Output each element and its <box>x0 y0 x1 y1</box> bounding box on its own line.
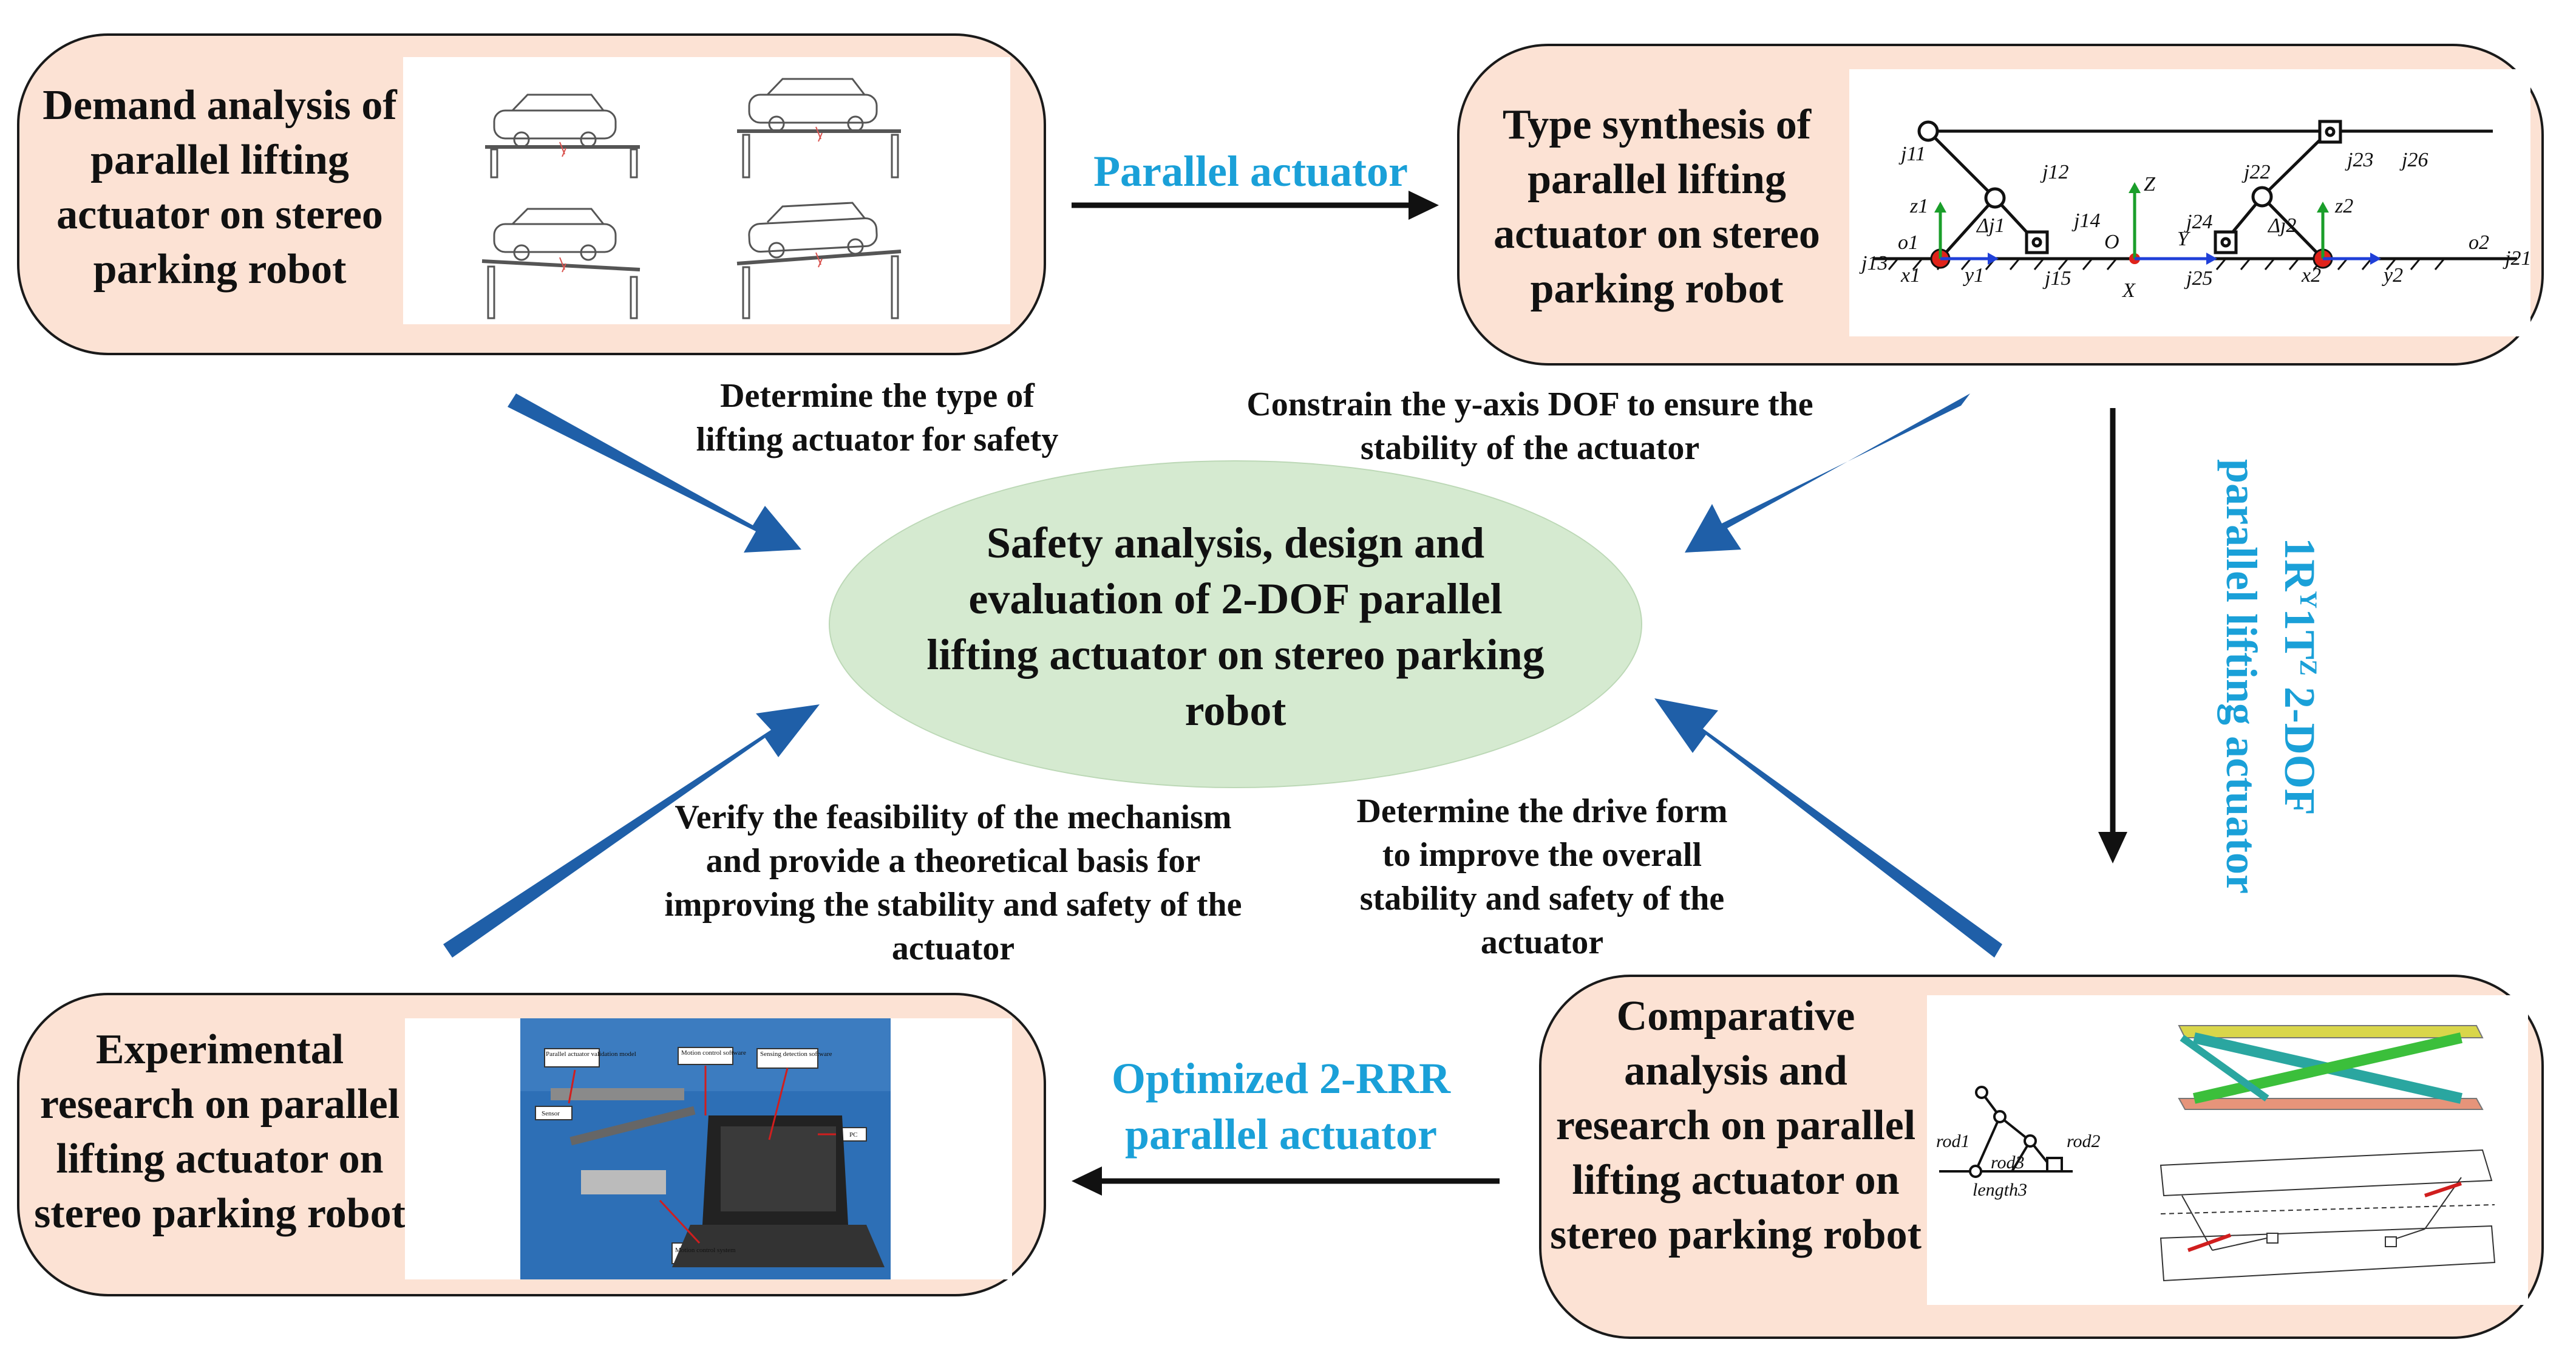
comparative-analysis-box: Comparative analysis and research on par… <box>1539 975 2544 1339</box>
label-j21: j21 <box>2503 247 2530 270</box>
label-1r1t-line2: parallel lifting actuator <box>2217 459 2266 894</box>
label-j22: j22 <box>2241 161 2270 183</box>
label-j12: j12 <box>2040 161 2068 183</box>
experiment-photo-drawing: Parallel actuator validation model Motio… <box>520 1018 891 1279</box>
label-X: X <box>2121 279 2136 302</box>
blue-arrow-top-left <box>508 393 801 553</box>
experimental-research-title: Experimental research on parallel liftin… <box>34 1026 406 1237</box>
label-dj2: Δj2 <box>2267 214 2296 237</box>
experimental-research-box: Experimental research on parallel liftin… <box>17 993 1046 1296</box>
label-j15: j15 <box>2042 267 2071 290</box>
label-z2: z2 <box>2334 195 2353 217</box>
demand-analysis-title: Demand analysis of parallel lifting actu… <box>42 82 397 293</box>
center-goal-text: Safety analysis, design and evaluation o… <box>926 519 1545 735</box>
photo-label-motion-sw: Motion control software <box>681 1049 746 1057</box>
center-goal-ellipse <box>829 460 1642 788</box>
comparative-figure: rod1 rod3 rod2 length3 <box>1927 995 2528 1305</box>
label-y1: y1 <box>1963 264 1984 287</box>
label-parallel-actuator: Parallel actuator <box>1093 147 1408 196</box>
label-rod3: rod3 <box>1991 1153 2025 1173</box>
type-synthesis-title: Type synthesis of parallel lifting actua… <box>1494 101 1820 312</box>
label-o2: o2 <box>2469 231 2489 254</box>
label-length3: length3 <box>1973 1180 2027 1200</box>
label-x2: x2 <box>2301 264 2321 287</box>
blue-arrow-bottom-left <box>443 704 820 958</box>
car-platform-drawing <box>481 78 902 319</box>
label-rod2: rod2 <box>2067 1131 2101 1151</box>
mechanism-figure: j11 j12 j13 j14 j15 j21 j22 j23 j24 j25 … <box>1849 69 2530 336</box>
label-1r1t-2dof: 1RY1TZ 2-DOF parallel lifting actuator <box>2210 452 2337 901</box>
label-1r1t-line1: 1RY1TZ 2-DOF <box>2275 537 2324 816</box>
label-j11: j11 <box>1898 143 1926 165</box>
label-rod1: rod1 <box>1936 1131 1970 1151</box>
label-y2: y2 <box>2382 264 2403 287</box>
car-platform-figure <box>403 57 1010 324</box>
label-O: O <box>2104 231 2119 253</box>
photo-label-sensor: Sensor <box>542 1110 560 1117</box>
note-determine-type: Determine the type of lifting actuator f… <box>696 377 1059 458</box>
blue-arrow-bottom-right <box>1654 698 2002 958</box>
label-dj1: Δj1 <box>1976 214 2005 237</box>
label-Y: Y <box>2177 228 2190 250</box>
label-j24: j24 <box>2184 211 2212 233</box>
label-o1: o1 <box>1898 231 1918 254</box>
photo-label-motion-sys: Motion control system <box>675 1247 736 1254</box>
comparative-analysis-title: Comparative analysis and research on par… <box>1550 993 1922 1258</box>
note-verify-feasibility: Verify the feasibility of the mechanism … <box>664 798 1242 967</box>
label-j14: j14 <box>2071 209 2100 232</box>
label-j26: j26 <box>2399 149 2428 171</box>
arrow-top-right <box>1072 191 1439 220</box>
photo-label-sensing-sw: Sensing detection software <box>760 1050 832 1058</box>
label-z1: z1 <box>1909 195 1928 217</box>
type-synthesis-box: Type synthesis of parallel lifting actua… <box>1457 44 2544 366</box>
note-constrain-y-axis: Constrain the y-axis DOF to ensure the s… <box>1246 386 1813 467</box>
mechanism-drawing: j11 j12 j13 j14 j15 j21 j22 j23 j24 j25 … <box>1859 120 2530 302</box>
label-optimized-2rrr: Optimized 2-RRR parallel actuator <box>1069 1050 1494 1162</box>
photo-label-pc: PC <box>849 1131 857 1139</box>
arrow-right-down <box>2098 408 2127 863</box>
demand-analysis-box: Demand analysis of parallel lifting actu… <box>17 33 1046 355</box>
comparative-drawing: rod1 rod3 rod2 length3 <box>1936 1025 2496 1282</box>
arrow-bottom-left <box>1072 1166 1500 1196</box>
label-x1: x1 <box>1900 264 1920 287</box>
label-j13: j13 <box>1859 252 1888 274</box>
label-j23: j23 <box>2345 149 2373 171</box>
experiment-photo: Parallel actuator validation model Motio… <box>405 1018 1012 1279</box>
blue-arrow-top-right <box>1685 393 1970 553</box>
label-Z: Z <box>2144 173 2156 196</box>
photo-label-validation: Parallel actuator validation model <box>546 1050 636 1058</box>
note-determine-drive: Determine the drive form to improve the … <box>1356 792 1728 961</box>
label-optimized-2rrr-text: Optimized 2-RRR parallel actuator <box>1112 1054 1450 1159</box>
label-j25: j25 <box>2184 267 2212 290</box>
